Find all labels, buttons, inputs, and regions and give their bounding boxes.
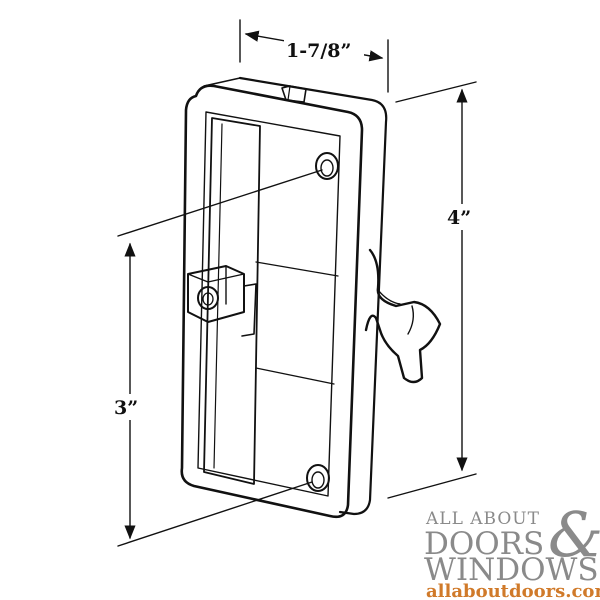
slide-knob bbox=[187, 265, 257, 337]
logo-line-windows: WINDOWS bbox=[424, 552, 599, 588]
faceplate bbox=[180, 84, 364, 519]
logo-ampersand: & bbox=[548, 498, 600, 571]
width-label: 1-7/8” bbox=[286, 40, 351, 62]
logo-url: allaboutdoors.com bbox=[426, 581, 600, 600]
hole-spacing-label: 3” bbox=[114, 397, 138, 419]
cavity bbox=[203, 117, 261, 485]
height-label: 4” bbox=[447, 207, 471, 229]
brand-logo: ALL ABOUT DOORS & WINDOWS allaboutdoors.… bbox=[424, 498, 600, 600]
latch-body bbox=[180, 76, 442, 519]
dimension-lines bbox=[117, 19, 477, 547]
logo-line-doors: DOORS bbox=[424, 526, 544, 562]
logo-line-all-about: ALL ABOUT bbox=[425, 509, 540, 529]
latch-hook bbox=[364, 248, 442, 384]
bottom-screw-hole bbox=[306, 464, 330, 492]
top-screw-hole bbox=[315, 152, 339, 180]
